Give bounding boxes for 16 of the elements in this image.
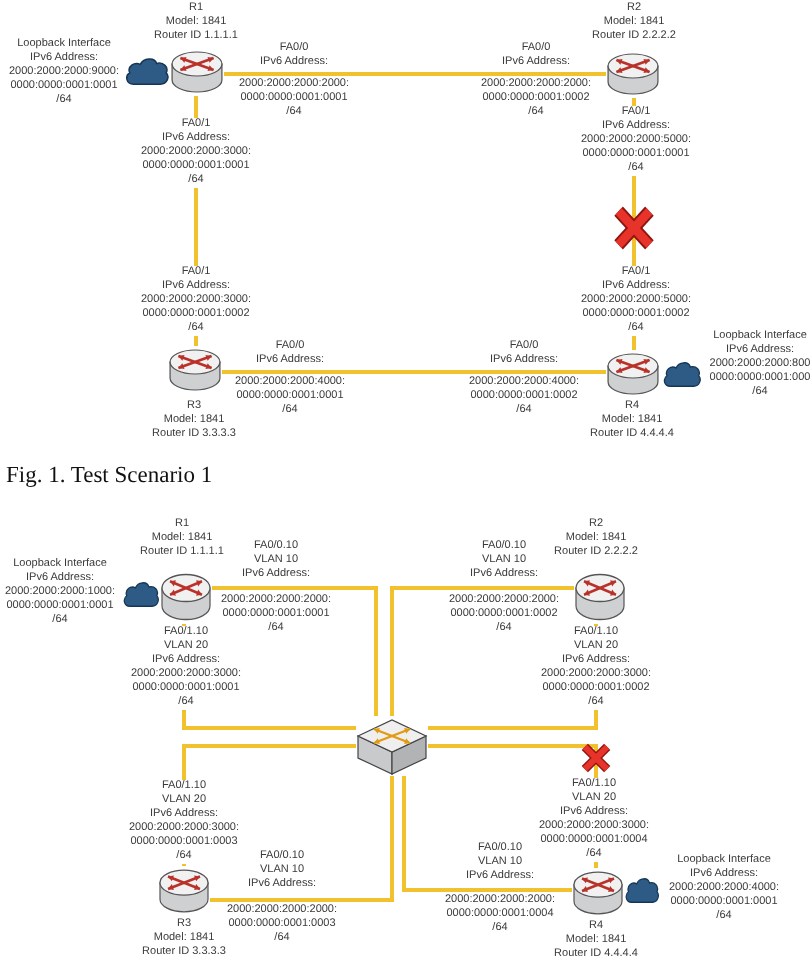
network-link: [402, 776, 572, 892]
router-icon: [160, 570, 212, 624]
switch-icon: [356, 716, 428, 776]
router-icon: [168, 346, 222, 394]
network-link: [212, 586, 378, 716]
router-icon: [158, 866, 210, 916]
network-link: [210, 776, 394, 902]
network-link: [222, 370, 606, 374]
network-link: [390, 586, 574, 716]
router-icon: [574, 570, 626, 624]
router-icon: [606, 50, 660, 98]
router-icon: [606, 350, 660, 398]
router-icon: [572, 868, 624, 918]
figure-caption: Fig. 1. Test Scenario 1: [6, 462, 213, 490]
router-icon: [170, 48, 224, 96]
network-link: [224, 72, 606, 76]
